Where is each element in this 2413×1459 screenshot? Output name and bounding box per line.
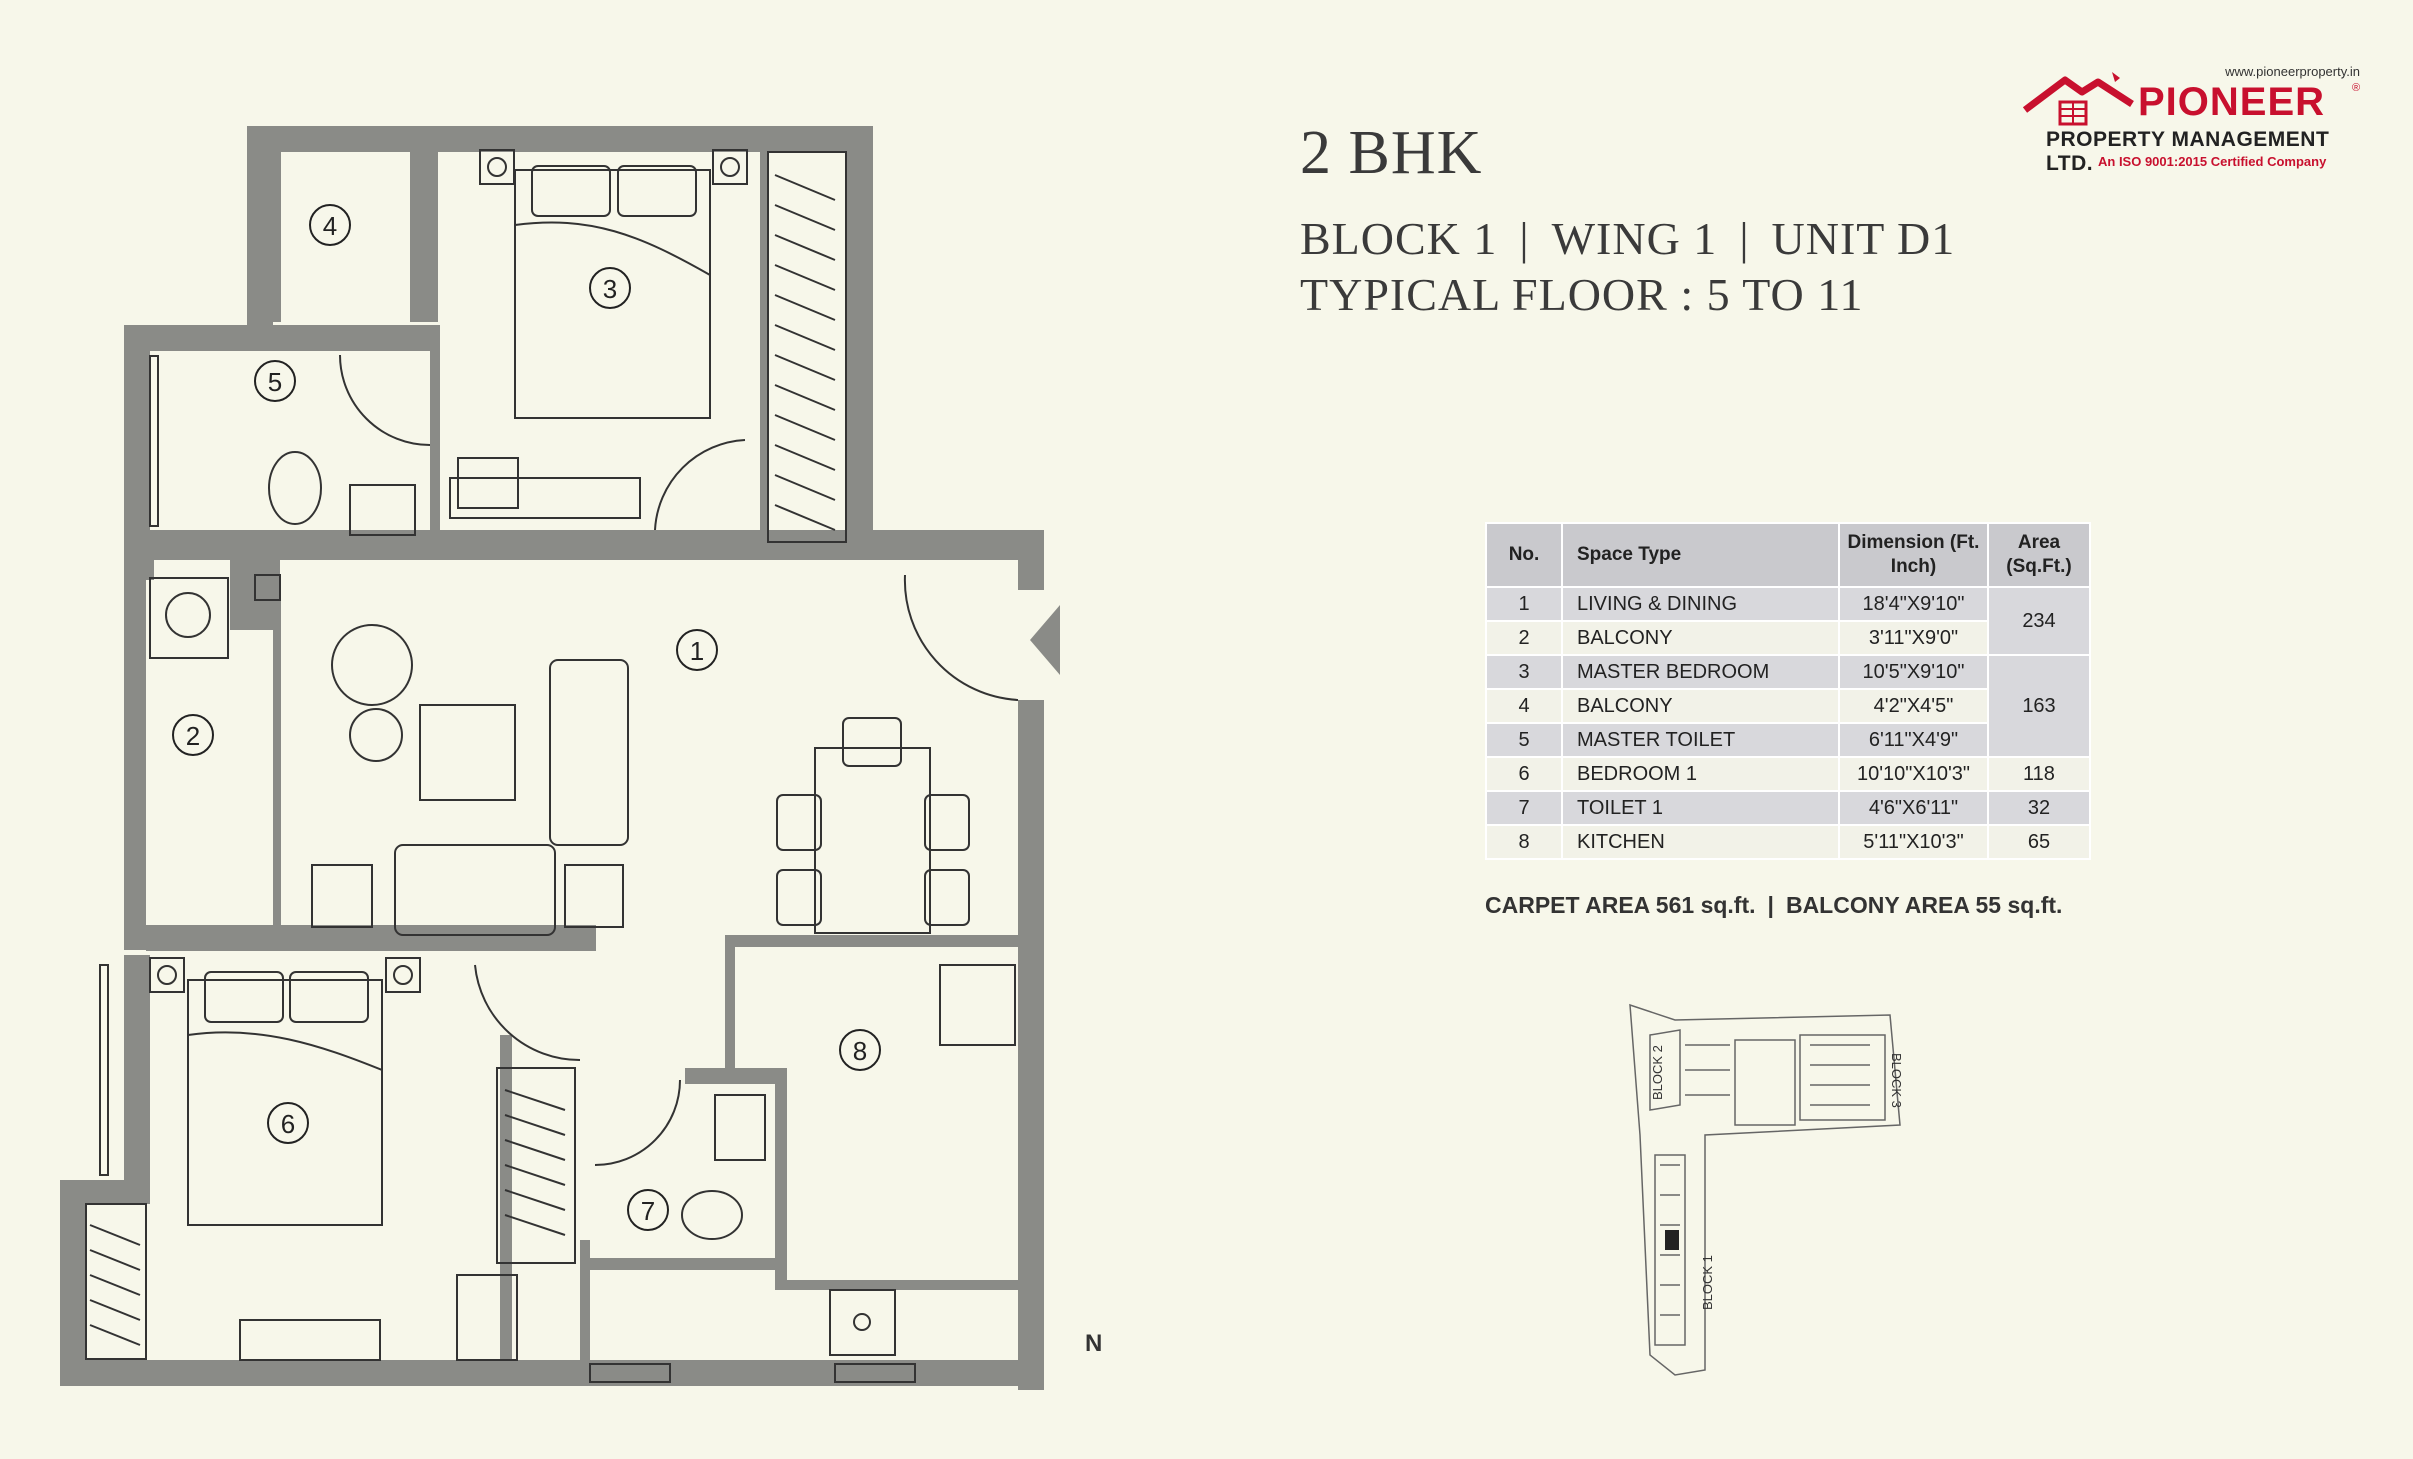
room-num-3: 3 xyxy=(603,274,617,304)
company-logo: www.pioneerproperty.in PIONEER ® PROPERT… xyxy=(2020,60,2361,175)
cell-dimension: 18'4"X9'10" xyxy=(1838,586,1989,622)
unit-marker xyxy=(1665,1230,1679,1250)
cell-no: 6 xyxy=(1485,756,1563,792)
table-row: 3 MASTER BEDROOM 10'5"X9'10" 163 xyxy=(1485,654,2091,758)
keyplan-block2: BLOCK 2 xyxy=(1650,1045,1665,1100)
room-num-8: 8 xyxy=(853,1036,867,1066)
cell-no: 2 xyxy=(1485,620,1563,656)
keyplan-block3: BLOCK 3 xyxy=(1889,1053,1904,1108)
cell-dimension: 10'10"X10'3" xyxy=(1838,756,1989,792)
room-label-8: 8 xyxy=(839,1029,881,1071)
pioneer-logo-icon xyxy=(2022,72,2134,126)
separator: | xyxy=(1767,892,1774,918)
room-label-4: 4 xyxy=(309,204,351,246)
iso-tagline: An ISO 9001:2015 Certified Company xyxy=(2098,154,2327,169)
table-row: 1 LIVING & DINING 18'4"X9'10" 234 xyxy=(1485,586,2091,656)
room-num-6: 6 xyxy=(281,1109,295,1139)
brand-name: PIONEER xyxy=(2138,80,2326,124)
room-num-2: 2 xyxy=(186,721,200,751)
cell-area: 118 xyxy=(1987,756,2091,792)
room-label-6: 6 xyxy=(267,1102,309,1144)
title-block: 2 BHK BLOCK 1 | WING 1 | UNIT D1 TYPICAL FLO… xyxy=(1300,118,1955,323)
cell-dimension: 4'2"X4'5" xyxy=(1838,688,1989,724)
block-name: BLOCK 1 xyxy=(1300,213,1498,264)
room-labels: 1 2 3 4 5 6 7 8 xyxy=(172,204,881,1231)
col-dimension: Dimension (Ft. Inch) xyxy=(1838,522,1989,588)
col-area: Area (Sq.Ft.) xyxy=(1987,522,2091,588)
registered-mark: ® xyxy=(2352,82,2361,94)
cell-space: BEDROOM 1 xyxy=(1561,756,1840,792)
room-num-7: 7 xyxy=(641,1196,655,1226)
table-row: 6 BEDROOM 1 10'10"X10'3" 118 xyxy=(1485,756,2091,792)
cell-dimension: 5'11"X10'3" xyxy=(1838,824,1989,860)
cell-no: 7 xyxy=(1485,790,1563,826)
cell-space: BALCONY xyxy=(1561,688,1840,724)
col-no: No. xyxy=(1485,522,1563,588)
separator: | xyxy=(1519,213,1530,264)
cell-area: 163 xyxy=(1987,654,2091,758)
unit-location: BLOCK 1 | WING 1 | UNIT D1 xyxy=(1300,211,1955,267)
unit-config: 2 BHK xyxy=(1300,119,1483,187)
cell-dimension: 6'11"X4'9" xyxy=(1838,722,1989,758)
wing-name: WING 1 xyxy=(1551,213,1718,264)
cell-no: 8 xyxy=(1485,824,1563,860)
room-label-3: 3 xyxy=(589,267,631,309)
table-row: 4 BALCONY 4'2"X4'5" xyxy=(1485,688,2090,724)
cell-area: 234 xyxy=(1987,586,2091,656)
cell-area: 65 xyxy=(1987,824,2091,860)
table-row: 5 MASTER TOILET 6'11"X4'9" xyxy=(1485,722,2090,758)
cell-dimension: 4'6"X6'11" xyxy=(1838,790,1989,826)
area-table: No. Space Type Dimension (Ft. Inch) Area… xyxy=(1485,522,2091,860)
table-row: 2 BALCONY 3'11"X9'0" xyxy=(1485,620,2090,656)
website-url: www.pioneerproperty.in xyxy=(2225,64,2360,79)
cell-no: 5 xyxy=(1485,722,1563,758)
balcony-area: BALCONY AREA 55 sq.ft. xyxy=(1785,892,2063,918)
key-plan: BLOCK 2 BLOCK 3 BLOCK 1 xyxy=(1629,1003,1904,1376)
cell-no: 1 xyxy=(1485,586,1563,622)
cell-space: LIVING & DINING xyxy=(1561,586,1840,622)
cell-no: 3 xyxy=(1485,654,1563,690)
floor-range: TYPICAL FLOOR : 5 TO 11 xyxy=(1300,269,1864,320)
cell-dimension: 3'11"X9'0" xyxy=(1838,620,1989,656)
room-label-1: 1 xyxy=(676,629,718,671)
table-row: 8 KITCHEN 5'11"X10'3" 65 xyxy=(1485,824,2091,860)
room-label-7: 7 xyxy=(627,1189,669,1231)
company-name: PROPERTY MANAGEMENT LTD. xyxy=(2046,128,2330,175)
unit-name: UNIT D1 xyxy=(1771,213,1956,264)
table-header-row: No. Space Type Dimension (Ft. Inch) Area… xyxy=(1485,522,2091,588)
cell-space: KITCHEN xyxy=(1561,824,1840,860)
cell-space: BALCONY xyxy=(1561,620,1840,656)
cell-dimension: 10'5"X9'10" xyxy=(1838,654,1989,690)
floor-plan: 1 2 3 4 5 6 7 8 xyxy=(60,126,1060,1390)
walls xyxy=(60,126,1044,1390)
room-label-5: 5 xyxy=(254,360,296,402)
room-label-2: 2 xyxy=(172,714,214,756)
fixtures xyxy=(85,149,1060,1383)
cell-space: MASTER BEDROOM xyxy=(1561,654,1840,690)
area-summary: CARPET AREA 561 sq.ft. | BALCONY AREA 55 s… xyxy=(1485,892,2062,919)
room-num-1: 1 xyxy=(690,636,704,666)
separator: | xyxy=(1739,213,1750,264)
cell-space: MASTER TOILET xyxy=(1561,722,1840,758)
keyplan-block1: BLOCK 1 xyxy=(1700,1255,1715,1310)
cell-area: 32 xyxy=(1987,790,2091,826)
room-num-5: 5 xyxy=(268,367,282,397)
col-space-type: Space Type xyxy=(1561,522,1840,588)
table-row: 7 TOILET 1 4'6"X6'11" 32 xyxy=(1485,790,2091,826)
cell-no: 4 xyxy=(1485,688,1563,724)
carpet-area: CARPET AREA 561 sq.ft. xyxy=(1485,892,1756,918)
north-label: N xyxy=(1085,1330,1103,1357)
cell-space: TOILET 1 xyxy=(1561,790,1840,826)
room-num-4: 4 xyxy=(323,211,337,241)
